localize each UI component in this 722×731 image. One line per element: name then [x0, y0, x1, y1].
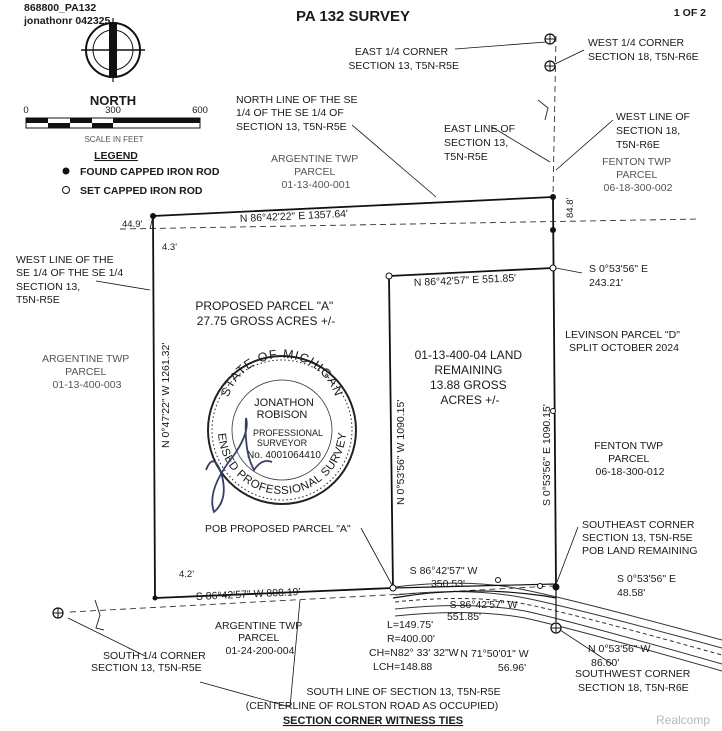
bearing-chord-line: N 71°50'01" W 56.96'	[460, 648, 531, 674]
east-quarter-corner-label: EAST 1/4 CORNER SECTION 13, T5N-R5E	[348, 46, 459, 72]
legend-title: LEGEND	[94, 150, 138, 162]
fenton-mid-parcel: FENTON TWP PARCEL 06-18-300-012	[594, 440, 666, 478]
filled-circle-icon	[62, 167, 70, 175]
bearing-se-short: S 0°53'56" E 48.58'	[617, 573, 679, 599]
levinson-parcel: LEVINSON PARCEL "D" SPLIT OCTOBER 2024	[565, 329, 683, 354]
bearing-south-b: S 86°42'57" W 551.85'	[447, 599, 520, 623]
pob-proposed-label: POB PROPOSED PARCEL "A"	[205, 523, 351, 535]
open-circle-icon	[62, 186, 70, 194]
bearing-west-line: N 0°47'22" W 1261.32'	[160, 343, 172, 448]
legend: LEGEND FOUND CAPPED IRON ROD SET CAPPED …	[62, 150, 220, 197]
argentine-north-parcel: ARGENTINE TWP PARCEL 01-13-400-001	[271, 153, 361, 191]
parcel-boundaries	[149, 196, 557, 622]
west-line-s18-label: WEST LINE OF SECTION 18, T5N-R6E	[616, 111, 693, 151]
scale-caption: SCALE IN FEET	[84, 135, 143, 144]
seal-name-1: JONATHON	[254, 397, 314, 409]
offset-4-3: 4.3'	[162, 242, 177, 253]
bearing-north-full: N 86°42'22" E 1357.64'	[240, 208, 349, 225]
user-id: jonathonr 042325	[23, 15, 111, 27]
west-line-se-label: WEST LINE OF THE SE 1/4 OF THE SE 1/4 SE…	[16, 254, 126, 306]
section-lines	[69, 35, 701, 631]
scale-tick: 0	[23, 105, 28, 116]
page-title: PA 132 SURVEY	[296, 8, 410, 25]
page-number: 1 OF 2	[674, 7, 706, 19]
seal-arc-top: STATE OF MICHIGAN	[218, 347, 346, 399]
argentine-south-parcel: ARGENTINE TWP PARCEL 01-24-200-004	[215, 620, 305, 657]
file-id: 868800_PA132	[24, 2, 96, 14]
curve-data: L=149.75' R=400.00' CH=N82° 33' 32"W LCH…	[369, 619, 462, 673]
bearing-east-mid: S 0°53'56" E 1090.15'	[541, 404, 553, 506]
fenton-north-parcel: FENTON TWP PARCEL 06-18-300-002	[602, 156, 674, 194]
proposed-parcel-a: PROPOSED PARCEL "A" 27.75 GROSS ACRES +/…	[195, 299, 336, 328]
southwest-corner-label: SOUTHWEST CORNER SECTION 18, T5N-R6E	[575, 668, 693, 694]
bearing-east-upper: S 0°53'56" E 243.21'	[589, 263, 651, 289]
scale-bar: 0 300 600 SCALE IN FEET	[23, 105, 208, 144]
footer-title: SECTION CORNER WITNESS TIES	[283, 715, 463, 727]
north-arrow-icon	[81, 18, 145, 82]
scale-tick: 300	[105, 105, 121, 116]
north-line-label: NORTH LINE OF THE SE 1/4 OF THE SE 1/4 O…	[236, 94, 360, 133]
argentine-west-parcel: ARGENTINE TWP PARCEL 01-13-400-003	[42, 353, 132, 391]
legend-item-set: SET CAPPED IRON ROD	[80, 185, 203, 197]
seal-role-1: PROFESSIONAL	[253, 428, 323, 438]
seal-role-2: SURVEYOR	[257, 438, 308, 448]
bearing-sw-line: N 0°53'56" W 86.60'	[588, 643, 653, 669]
offset-4-2: 4.2'	[179, 569, 194, 580]
seal-license: No. 4001064410	[247, 450, 321, 461]
corner-monuments	[52, 33, 562, 634]
offset-84-8: 84.8'	[565, 198, 576, 218]
bearing-south-west: S 86°42'57" W 808.19'	[196, 586, 301, 603]
seal-name-2: ROBISON	[257, 409, 308, 421]
south-quarter-corner-label: SOUTH 1/4 CORNER SECTION 13, T5N-R5E	[91, 650, 209, 674]
southeast-corner-label: SOUTHEAST CORNER SECTION 13, T5N-R5E POB…	[582, 519, 698, 557]
south-line-label: SOUTH LINE OF SECTION 13, T5N-R5E (CENTE…	[246, 686, 504, 712]
east-line-label: EAST LINE OF SECTION 13, T5N-R5E	[444, 123, 518, 163]
signature-icon	[205, 417, 273, 514]
bearing-south-a: S 86°42'57" W 350.53'	[410, 565, 481, 590]
watermark: Realcomp	[656, 713, 710, 727]
scale-tick: 600	[192, 105, 208, 116]
leader-lines	[67, 41, 614, 708]
offset-44-9: 44.9'	[122, 219, 142, 230]
north-label: NORTH	[90, 93, 136, 108]
legend-item-found: FOUND CAPPED IRON ROD	[80, 166, 220, 178]
land-remaining: 01-13-400-04 LAND REMAINING 13.88 GROSS …	[415, 348, 526, 407]
bearing-north-remaining: N 86°42'57" E 551.85'	[414, 272, 517, 289]
west-quarter-corner-label: WEST 1/4 CORNER SECTION 18, T5N-R6E	[588, 37, 699, 63]
bearing-mid-line: N 0°53'56" W 1090.15'	[395, 400, 407, 505]
